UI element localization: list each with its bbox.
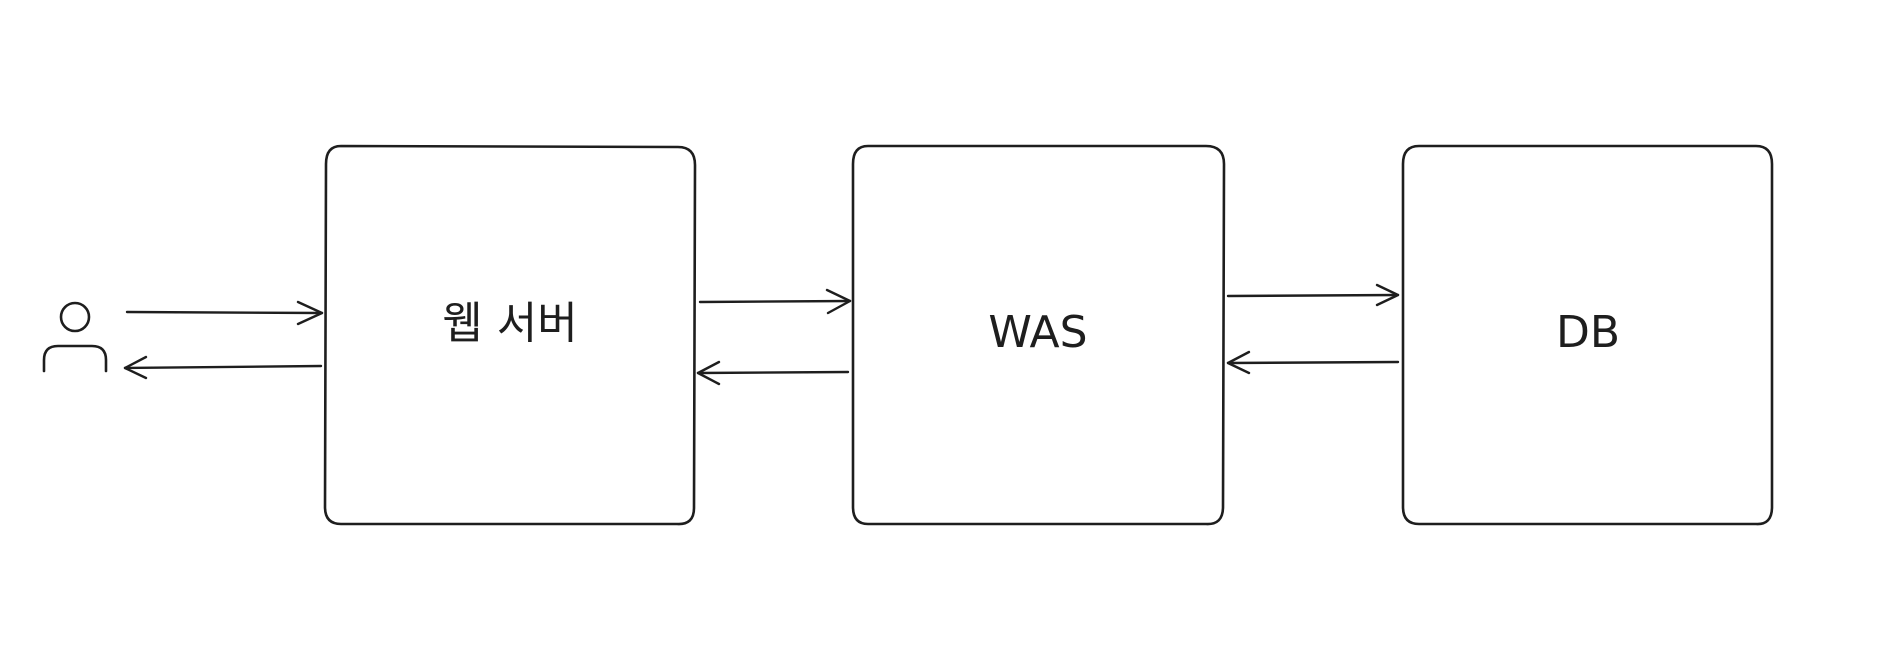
web-server-box	[323, 144, 697, 526]
arrow-web-server-to-was	[698, 288, 852, 315]
was-node[interactable]: WAS	[851, 144, 1226, 526]
arrow-web-server-to-user	[123, 355, 323, 380]
was-box	[851, 144, 1226, 526]
was-label: WAS	[988, 307, 1087, 358]
db-box	[1401, 144, 1774, 526]
arrow-db-to-was	[1226, 350, 1400, 375]
user-icon	[42, 301, 108, 373]
db-label: DB	[1556, 307, 1620, 358]
db-node[interactable]: DB	[1401, 144, 1774, 526]
web-server-label: 웹 서버	[442, 298, 577, 349]
web-server-node[interactable]: 웹 서버	[323, 144, 697, 526]
arrow-was-to-db	[1226, 283, 1400, 307]
arrow-was-to-web-server	[696, 360, 850, 386]
arrow-user-to-web-server	[125, 300, 324, 326]
